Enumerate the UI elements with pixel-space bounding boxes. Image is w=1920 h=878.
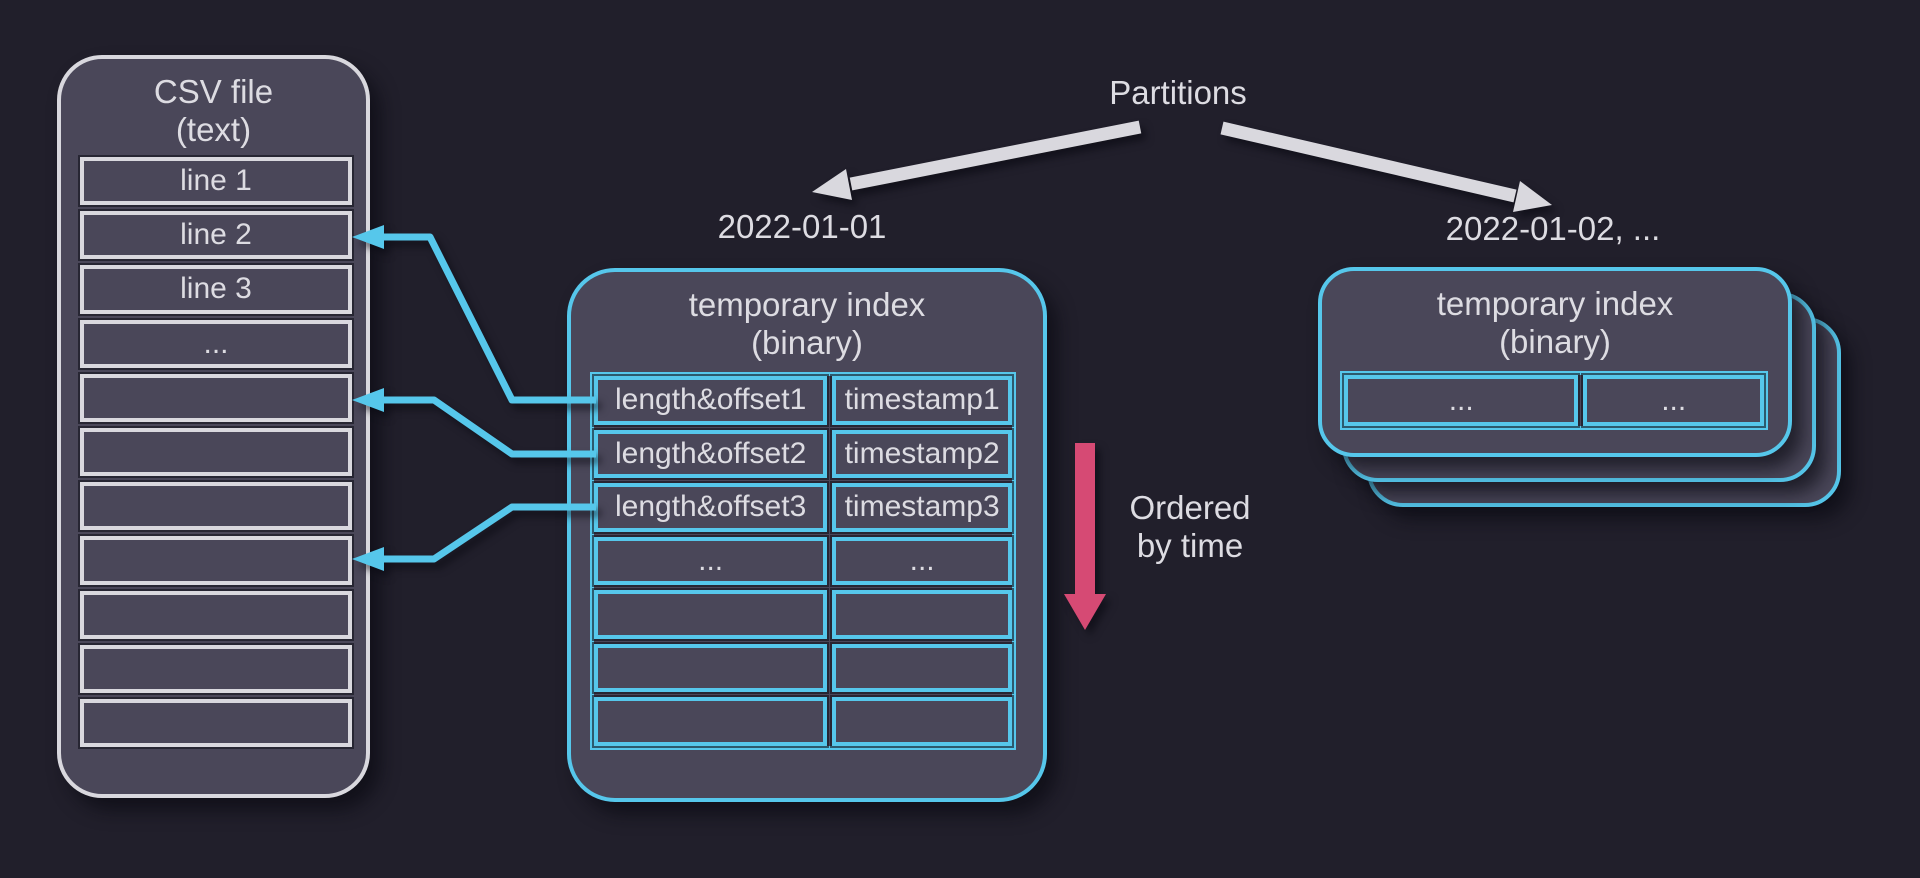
partition-arrow-right-head [1513,181,1552,212]
temporary-index-subtitle: (binary) [751,324,863,361]
csv-row-11 [80,698,352,748]
temporary-index-heading: temporary index (binary) [571,286,1043,362]
csv-row-2: line 2 [80,211,352,260]
csv-row-5 [80,373,352,422]
stacked-index-title: temporary index [1436,285,1674,322]
csv-row-9 [80,590,352,639]
temporary-index-box: temporary index (binary) length&offset1 … [567,268,1047,802]
csv-row-8 [80,536,352,585]
index-table-row-4: ... ... [594,536,1012,586]
timestamp-cell-1: timestamp1 [832,376,1012,425]
offset-cell-2: length&offset2 [594,429,828,479]
ordered-by-time-label: Ordered by time [1060,489,1320,565]
partition-date-right-label: 2022-01-02, ... [1445,210,1661,247]
temporary-index-title: temporary index [688,286,926,323]
partitions-label: Partitions [1109,74,1247,111]
index-table-row-7 [594,697,1012,747]
csv-row-3: line 3 [80,265,352,314]
connector-row3-to-csv [380,503,596,563]
partition-date-left-label: 2022-01-01 [717,208,887,245]
csv-row-7 [80,482,352,531]
stacked-index-heading: temporary index (binary) [1322,285,1788,361]
index-to-csv-connectors [352,225,596,571]
index-table-row-3: length&offset3 timestamp3 [594,483,1012,532]
offset-cell-7 [594,697,828,747]
index-table-row-2: length&offset2 timestamp2 [594,429,1012,479]
temporary-index-table: length&offset1 timestamp1 length&offset2… [590,372,1016,750]
csv-row-4: ... [80,319,352,368]
ordered-by-time-arrow-head [1064,594,1106,630]
stacked-timestamp-cell: ... [1583,375,1764,426]
csv-rows: line 1 line 2 line 3 ... [80,157,352,748]
partition-arrows [812,120,1552,212]
stacked-index-card-front: temporary index (binary) ... ... [1318,267,1792,457]
timestamp-cell-5 [832,590,1012,639]
ordered-by-time-line2: by time [1136,527,1244,564]
csv-row-10 [80,644,352,693]
timestamp-cell-6 [832,643,1012,693]
offset-cell-4: ... [594,536,828,586]
connector-row2-to-csv [380,396,596,458]
csv-row-6 [80,427,352,477]
offset-cell-6 [594,643,828,693]
csv-file-heading: CSV file (text) [61,73,366,149]
offset-cell-5 [594,590,828,639]
csv-file-subtitle: (text) [175,111,252,148]
partition-arrow-left-shaft [849,120,1142,191]
stacked-index-table: ... ... [1340,371,1768,430]
partition-arrow-left-head [812,169,852,200]
timestamp-cell-4: ... [832,536,1012,586]
partition-arrow-right-shaft [1220,121,1517,203]
csv-file-box: CSV file (text) line 1 line 2 line 3 ... [57,55,370,798]
stacked-offset-cell: ... [1344,375,1579,426]
index-table-row-5 [594,590,1012,639]
ordered-by-time-line1: Ordered [1129,489,1251,526]
csv-row-1: line 1 [80,157,352,206]
offset-cell-3: length&offset3 [594,483,828,532]
connector-row1-to-line2 [380,233,596,404]
index-table-row-6 [594,643,1012,693]
timestamp-cell-7 [832,697,1012,747]
timestamp-cell-3: timestamp3 [832,483,1012,532]
offset-cell-1: length&offset1 [594,376,828,425]
csv-file-title: CSV file [153,73,274,110]
index-table-row-1: length&offset1 timestamp1 [594,376,1012,425]
stacked-index-subtitle: (binary) [1499,323,1611,360]
timestamp-cell-2: timestamp2 [832,429,1012,479]
